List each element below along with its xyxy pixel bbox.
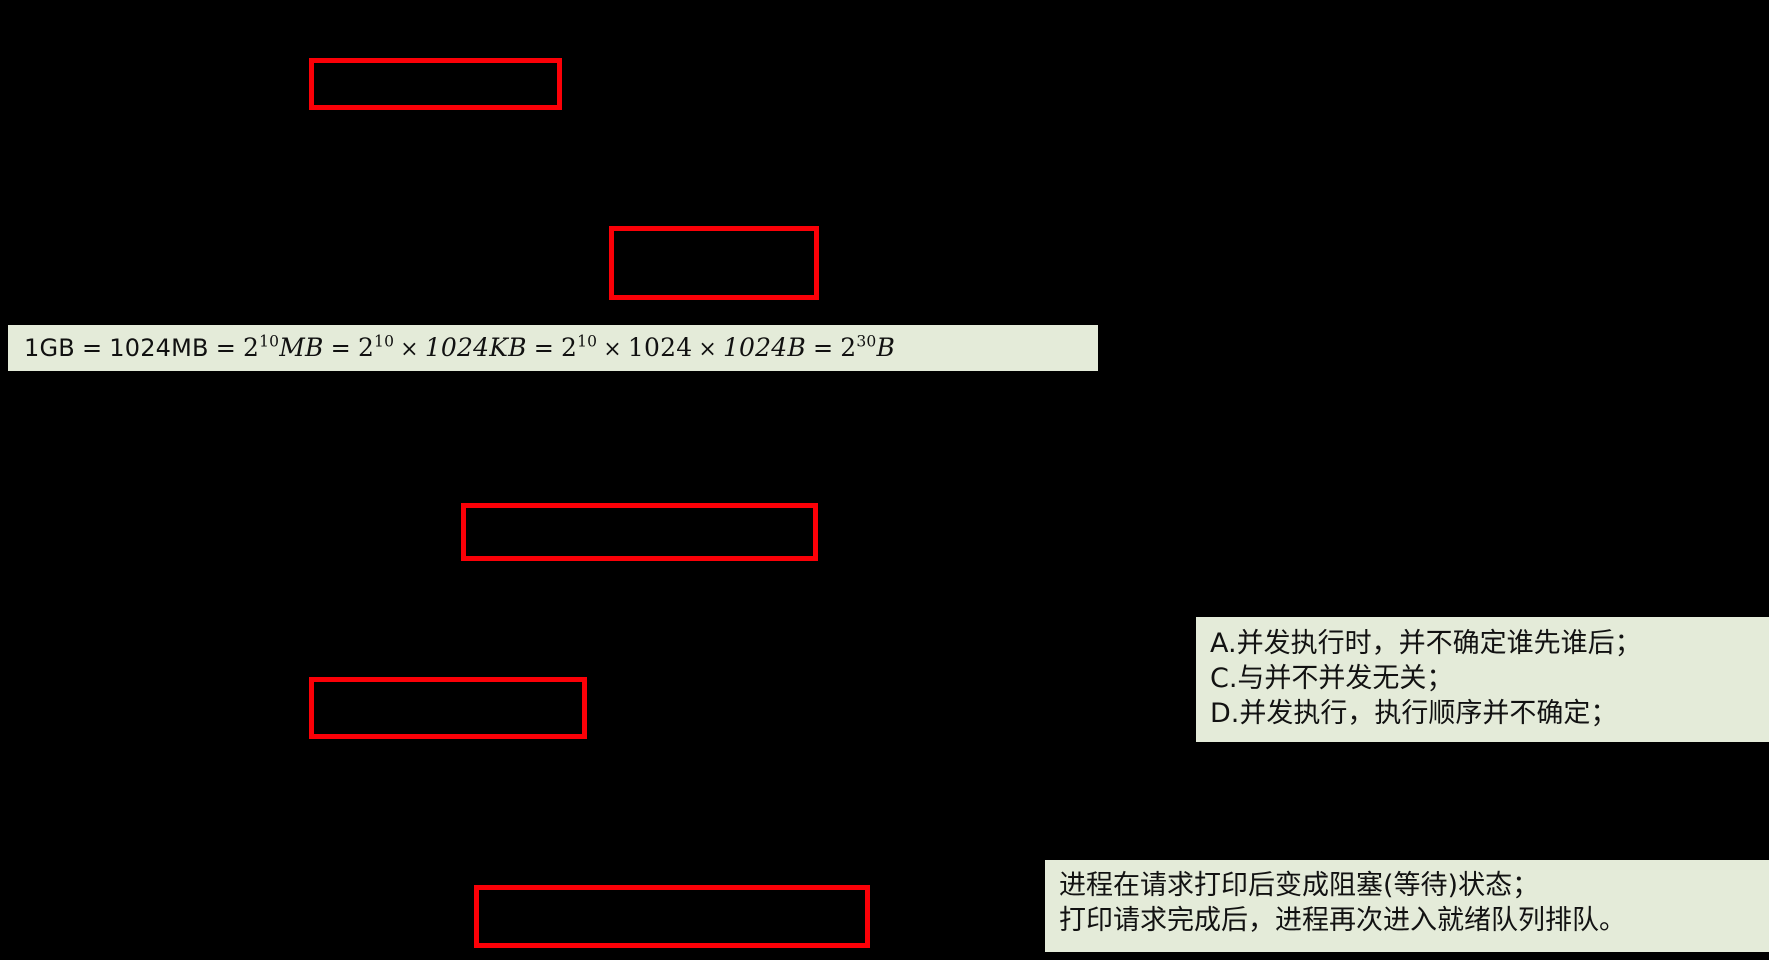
formula-equals-1: =: [81, 334, 103, 362]
option-line-c: C.与并不并发无关；: [1210, 663, 1454, 694]
annotation-box-1[interactable]: [309, 58, 562, 110]
formula-times-2: ×: [603, 337, 622, 362]
formula-exponent-9: 30: [856, 332, 877, 351]
formula-term-9: 230B: [840, 333, 895, 362]
annotation-box-5[interactable]: [474, 885, 870, 948]
formula-highlight-band: 1GB=1024MB=210MB=210×1024KB=210×1024×102…: [8, 325, 1098, 371]
annotation-box-4[interactable]: [309, 677, 587, 739]
process-state-note: 进程在请求打印后变成阻塞(等待)状态； 打印请求完成后，进程再次进入就绪队列排队…: [1045, 860, 1769, 952]
formula-times-1: ×: [400, 337, 419, 362]
formula-base-3: 2: [243, 333, 260, 362]
annotation-box-3[interactable]: [461, 503, 818, 561]
formula-equals-5: =: [812, 334, 834, 362]
formula-term-5: 1024KB: [425, 333, 527, 362]
formula-base-9: 2: [840, 333, 857, 362]
formula-value-5: 1024KB: [424, 333, 527, 362]
storage-unit-formula: 1GB=1024MB=210MB=210×1024KB=210×1024×102…: [24, 333, 895, 362]
formula-base-4: 2: [357, 333, 375, 362]
formula-term-7: 1024: [627, 333, 693, 362]
formula-exponent-3: 10: [259, 332, 280, 351]
option-line-a: A.并发执行时，并不确定谁先谁后；: [1210, 628, 1642, 659]
annotation-box-2[interactable]: [609, 226, 819, 300]
options-explanation-note: A.并发执行时，并不确定谁先谁后； C.与并不并发无关； D.并发执行，执行顺序…: [1196, 617, 1769, 742]
option-line-d: D.并发执行，执行顺序并不确定；: [1210, 698, 1618, 729]
formula-equals-3: =: [330, 334, 351, 362]
formula-base-6: 2: [561, 333, 578, 362]
formula-equals-2: =: [215, 334, 237, 362]
formula-term-2: 1024MB: [109, 334, 209, 362]
formula-term-1: 1GB: [24, 334, 75, 362]
formula-value-8: 1024B: [722, 333, 806, 362]
formula-term-6: 210: [561, 333, 597, 362]
formula-term-8: 1024B: [723, 333, 806, 362]
formula-equals-4: =: [533, 334, 554, 362]
formula-exponent-6: 10: [577, 332, 598, 351]
formula-term-3: 210MB: [243, 333, 324, 362]
formula-unit-3: MB: [279, 333, 324, 362]
formula-exponent-4: 10: [374, 332, 395, 351]
process-state-line-1: 进程在请求打印后变成阻塞(等待)状态；: [1059, 870, 1540, 901]
process-state-line-2: 打印请求完成后，进程再次进入就绪队列排队。: [1059, 905, 1626, 936]
formula-unit-9: B: [876, 333, 896, 362]
formula-times-3: ×: [698, 337, 717, 362]
formula-term-4: 210: [358, 333, 394, 362]
